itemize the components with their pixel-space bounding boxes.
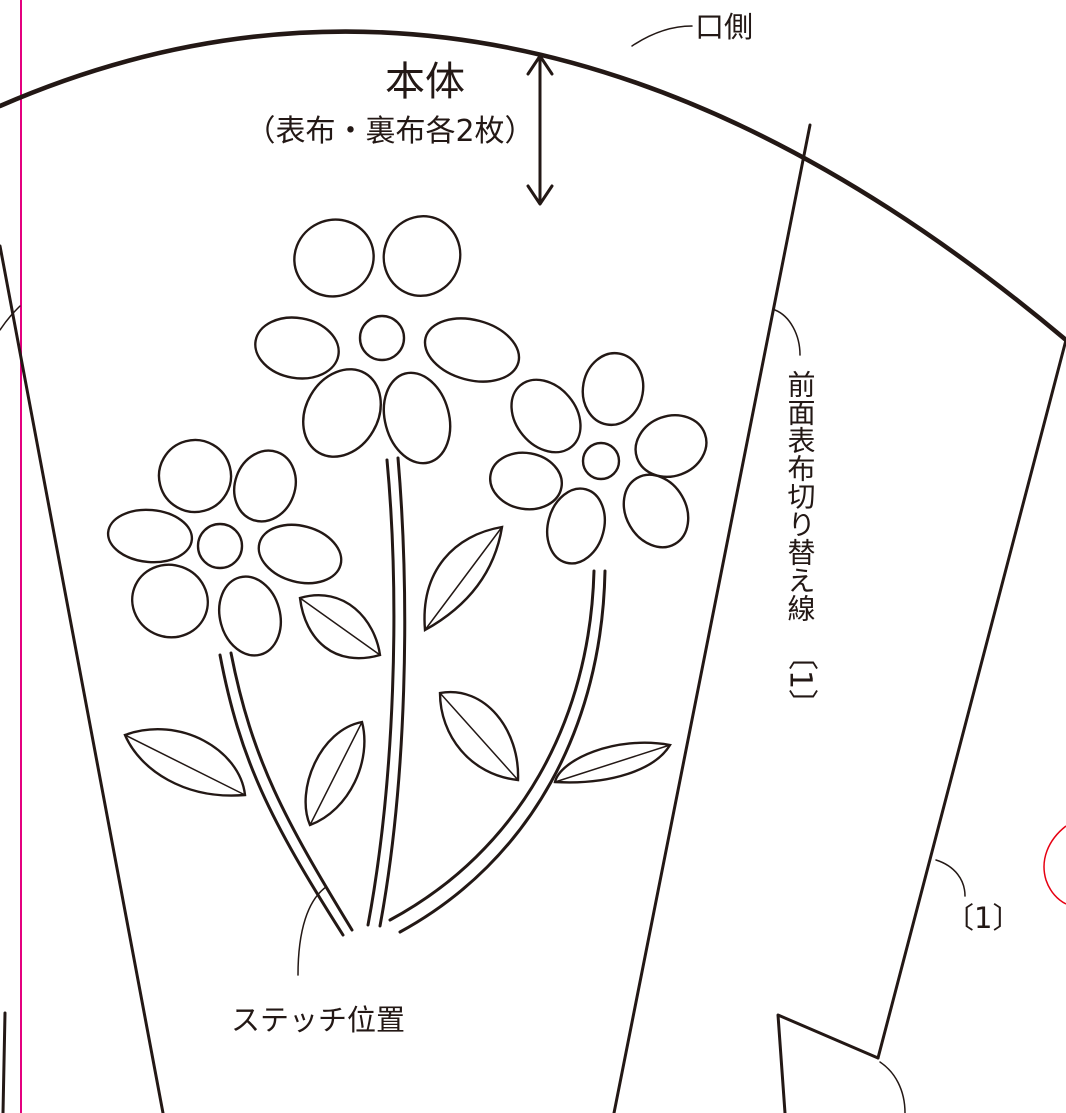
mark-leader-line	[935, 859, 966, 897]
flower-left	[106, 438, 343, 657]
switch-leader-line	[774, 309, 801, 356]
stem-center	[366, 458, 396, 927]
panel-left-edge-line	[0, 244, 165, 1113]
stem-right	[388, 569, 596, 922]
left-leader-line	[0, 305, 21, 331]
left-bottom-stub-line	[1, 1011, 7, 1113]
mouth-side-label: 口側	[695, 10, 753, 44]
leaf-lower-right	[553, 741, 672, 784]
stem-right-inner	[398, 569, 607, 934]
body-note: （表布・裏布各2枚）	[245, 114, 534, 149]
red-mark-arc	[1043, 825, 1066, 905]
stem-left-inner	[229, 651, 354, 932]
grain-arrow-icon	[526, 54, 554, 206]
leaf-mid-left	[298, 594, 382, 660]
leaf-lower-center	[304, 720, 366, 827]
leaf-lower-left	[123, 728, 247, 797]
flower-right	[489, 351, 708, 565]
switch-line-label: 前面表布切り替え線	[784, 370, 817, 622]
panel-notch-line	[776, 1013, 880, 1113]
stitch-leader-line	[297, 886, 327, 976]
leaf-upper-right	[423, 525, 504, 632]
stitch-position-label: ステッチ位置	[231, 1003, 405, 1037]
leaves	[123, 525, 672, 827]
flower-top	[254, 215, 521, 465]
switch-line-mark: 〔1〕	[783, 640, 819, 719]
body-title: 本体	[385, 59, 465, 105]
stem-center-inner	[378, 456, 407, 928]
mark-1-label: 〔1〕	[945, 901, 1021, 935]
mouth-arc-line	[0, 29, 1066, 343]
stems	[218, 456, 607, 937]
panel-right-edge-line	[876, 338, 1066, 1060]
stem-left	[218, 653, 345, 937]
leaf-lower-mid	[438, 690, 520, 782]
mouth-leader-line	[631, 25, 693, 47]
panel-switch-line	[612, 123, 812, 1113]
notch-leader-line	[879, 1061, 906, 1113]
